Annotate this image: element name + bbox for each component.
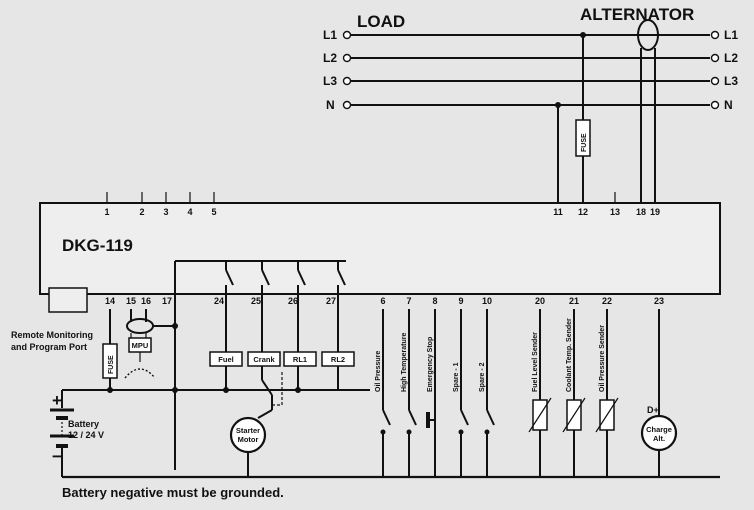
sender-fuel-level-label: Fuel Level Sender [532, 332, 539, 392]
charge-label-2: Alt. [653, 434, 665, 443]
pin-7: 7 [406, 296, 411, 306]
battery-plus: + [52, 391, 62, 410]
relay-fuel [209, 351, 243, 367]
pin-13: 13 [610, 207, 620, 217]
pin-10: 10 [482, 296, 492, 306]
relay-rl2 [321, 351, 355, 367]
digital-inputs [380, 309, 495, 477]
starter-label-1: Starter [236, 426, 260, 435]
fuse-left [102, 343, 118, 379]
pin-22: 22 [602, 296, 612, 306]
footer-note: Battery negative must be grounded. [62, 485, 284, 500]
input-high-temperature-label: High Temperature [401, 333, 408, 392]
senders [528, 309, 619, 477]
mpu-sensor [124, 318, 178, 379]
alternator-label: ALTERNATOR [580, 5, 694, 24]
pin-2: 2 [139, 207, 144, 217]
pin-26: 26 [288, 296, 298, 306]
relay-rl1-label: RL1 [293, 355, 307, 364]
pin-24: 24 [214, 296, 224, 306]
sender-coolant-temp-label: Coolant Temp. Sender [566, 318, 573, 392]
pin-20: 20 [535, 296, 545, 306]
line-label-left-l1: L1 [323, 28, 337, 42]
pin-27: 27 [326, 296, 336, 306]
relay-rl2-label: RL2 [331, 355, 345, 364]
battery-icon [50, 408, 74, 448]
charge-label-1: Charge [646, 425, 672, 434]
line-label-right-l2: L2 [724, 51, 738, 65]
controller-body [39, 202, 721, 295]
battery-wiring [61, 309, 370, 477]
relay-fuel-label: Fuel [218, 355, 233, 364]
pin-5: 5 [211, 207, 216, 217]
relay-crank-label: Crank [253, 355, 275, 364]
pin-8: 8 [432, 296, 437, 306]
pin-21: 21 [569, 296, 579, 306]
top-pin-ticks [106, 192, 616, 203]
pin-23: 23 [654, 296, 664, 306]
battery-minus: − [52, 447, 62, 466]
pin-16: 16 [141, 296, 151, 306]
fuse-left-label: FUSE [108, 355, 115, 374]
pin-11: 11 [553, 207, 563, 217]
line-label-right-l3: L3 [724, 74, 738, 88]
power-lines [342, 30, 720, 110]
input-oil-pressure-label: Oil Pressure [375, 351, 382, 392]
relay-crank [247, 351, 281, 367]
line-label-right-n: N [724, 98, 733, 112]
line-label-left-l2: L2 [323, 51, 337, 65]
line-label-left-n: N [326, 98, 335, 112]
sender-oil-pressure-label: Oil Pressure Sender [599, 325, 606, 392]
pin-4: 4 [187, 207, 192, 217]
device-title: DKG-119 [62, 236, 133, 255]
pin-18: 18 [636, 207, 646, 217]
input-spare-2-label: Spare - 2 [479, 362, 486, 392]
pin-15: 15 [126, 296, 136, 306]
line-label-left-l3: L3 [323, 74, 337, 88]
pin-3: 3 [163, 207, 168, 217]
relay-rl1 [283, 351, 317, 367]
pin-1: 1 [104, 207, 109, 217]
line-label-right-l1: L1 [724, 28, 738, 42]
pin-19: 19 [650, 207, 660, 217]
fuse-top-label: FUSE [581, 133, 588, 152]
load-label: LOAD [357, 12, 405, 31]
mpu-label: MPU [132, 341, 149, 350]
pin-17: 17 [162, 296, 172, 306]
battery-label-2: 12 / 24 V [68, 430, 104, 440]
starter-label-2: Motor [238, 435, 259, 444]
relay-contacts [174, 260, 346, 470]
charge-dplus-label: D+ [647, 405, 659, 415]
remote-port [48, 287, 88, 313]
pin-14: 14 [105, 296, 115, 306]
fuse-top [575, 119, 591, 157]
pin-25: 25 [251, 296, 261, 306]
pin-9: 9 [458, 296, 463, 306]
remote-port-label-1: Remote Monitoring [11, 330, 93, 340]
input-spare-1-label: Spare - 1 [453, 362, 460, 392]
remote-port-label-2: and Program Port [11, 342, 87, 352]
sense-wires [555, 32, 656, 203]
pin-6: 6 [380, 296, 385, 306]
battery-label-1: Battery [68, 419, 99, 429]
input-emergency-stop-label: Emergency Stop [427, 337, 434, 392]
current-transformer-icon [637, 19, 659, 51]
pin-12: 12 [578, 207, 588, 217]
relay-output-wires [223, 285, 339, 419]
